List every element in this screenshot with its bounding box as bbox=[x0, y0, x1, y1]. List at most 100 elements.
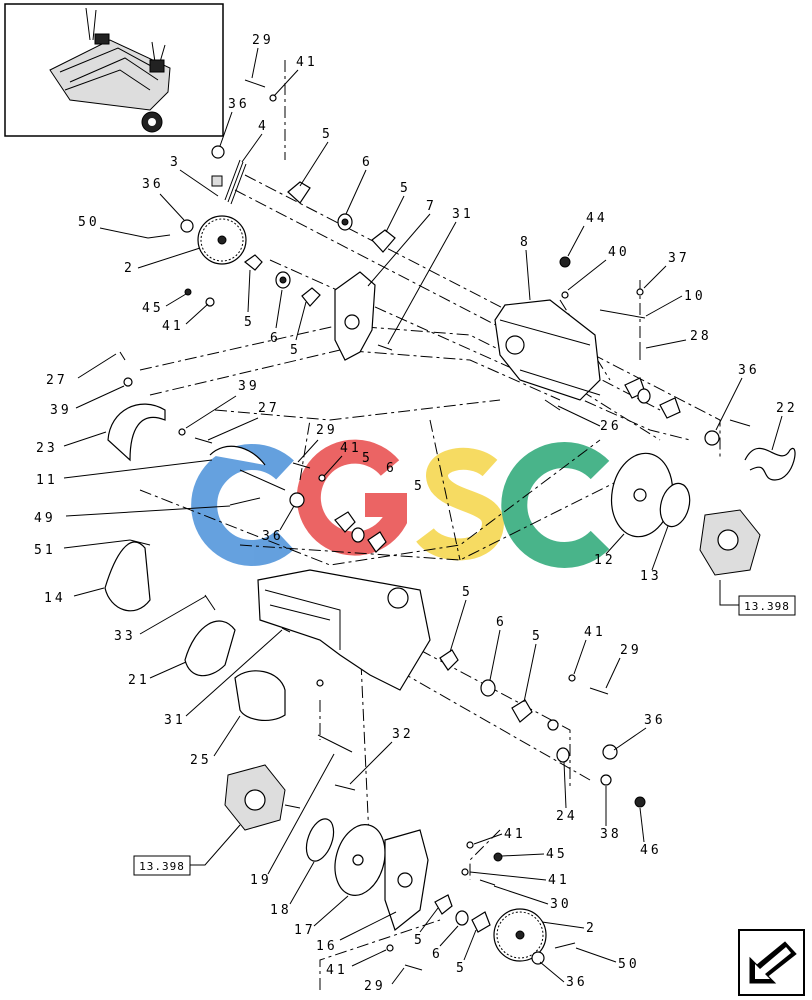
callout: 36 bbox=[228, 97, 250, 112]
callout: 29 bbox=[252, 33, 274, 48]
callout: 24 bbox=[556, 809, 578, 824]
guard-25 bbox=[234, 670, 286, 722]
flange-5g bbox=[439, 649, 459, 671]
callout: 5 bbox=[462, 585, 473, 600]
reference-boxes: 13.398 13.398 bbox=[133, 580, 796, 876]
bolt-27a bbox=[119, 351, 126, 361]
washer-41f bbox=[461, 868, 469, 876]
bolt-29c bbox=[589, 687, 609, 695]
flange-5h bbox=[511, 699, 533, 723]
callout: 7 bbox=[426, 199, 437, 214]
callout: 41 bbox=[296, 55, 318, 70]
callout: 27 bbox=[258, 401, 280, 416]
callout: 6 bbox=[270, 331, 281, 346]
watermark bbox=[191, 439, 610, 568]
parts bbox=[104, 79, 796, 971]
callout: 31 bbox=[164, 713, 186, 728]
plate-18 bbox=[305, 818, 335, 862]
callout: 28 bbox=[690, 329, 712, 344]
callout: 2 bbox=[124, 261, 135, 276]
washer-41d bbox=[568, 674, 576, 682]
previous-page-arrow-icon[interactable] bbox=[738, 929, 805, 996]
bolt-29d bbox=[404, 964, 423, 971]
callout: 39 bbox=[50, 403, 72, 418]
washer-36d bbox=[289, 492, 305, 508]
washer-41e bbox=[466, 841, 474, 849]
frame-lower bbox=[257, 569, 431, 691]
pin-49 bbox=[229, 497, 261, 506]
callout: 29 bbox=[364, 979, 386, 994]
washer-41a bbox=[269, 94, 277, 102]
washer-41c bbox=[318, 474, 326, 482]
callout: 2 bbox=[586, 921, 597, 936]
ref-box-left[interactable]: 13.398 bbox=[133, 824, 241, 876]
belt-21 bbox=[184, 620, 236, 677]
callout: 5 bbox=[290, 343, 301, 358]
callout: 36 bbox=[262, 529, 284, 544]
clip-33 bbox=[204, 594, 216, 611]
callout: 6 bbox=[496, 615, 507, 630]
flange-5j bbox=[471, 911, 491, 933]
callout: 29 bbox=[316, 423, 338, 438]
bearing-6d bbox=[480, 679, 496, 697]
bolt-30 bbox=[479, 879, 496, 886]
nut-45b bbox=[493, 852, 503, 862]
callout: 13 bbox=[640, 569, 662, 584]
nut-45a bbox=[184, 288, 192, 296]
watermark-letter-s bbox=[416, 447, 504, 561]
callout: 36 bbox=[738, 363, 760, 378]
callout: 5 bbox=[532, 629, 543, 644]
flange-5d bbox=[301, 287, 321, 307]
shield-11 bbox=[209, 445, 266, 466]
machine-thumbnail-image bbox=[49, 7, 171, 133]
callout: 19 bbox=[250, 873, 272, 888]
callout: 36 bbox=[644, 713, 666, 728]
callout: 41 bbox=[326, 963, 348, 978]
ref-box-right[interactable]: 13.398 bbox=[719, 580, 796, 616]
washer-36e bbox=[602, 744, 618, 760]
callout: 10 bbox=[684, 289, 706, 304]
strip-51 bbox=[129, 539, 151, 546]
bolt-29b bbox=[292, 462, 311, 469]
bolt-27b bbox=[194, 437, 213, 444]
callout: 38 bbox=[600, 827, 622, 842]
callout: 49 bbox=[34, 511, 56, 526]
auger-22 bbox=[744, 447, 796, 481]
bolt-32 bbox=[334, 784, 356, 791]
callout: 30 bbox=[550, 897, 572, 912]
sprocket-small bbox=[547, 719, 559, 731]
flange-5f bbox=[367, 531, 387, 553]
callout: 5 bbox=[456, 961, 467, 976]
flange-right-b bbox=[659, 397, 681, 419]
washer-40 bbox=[561, 291, 569, 299]
washer-41g bbox=[386, 944, 394, 952]
callout: 18 bbox=[270, 903, 292, 918]
flange-5i bbox=[434, 894, 453, 915]
watermark-letter-g bbox=[296, 439, 407, 556]
callout: 41 bbox=[340, 441, 362, 456]
callout: 51 bbox=[34, 543, 56, 558]
callout: 14 bbox=[44, 591, 66, 606]
washer-36c bbox=[704, 430, 720, 446]
callout: 12 bbox=[594, 553, 616, 568]
strip-19 bbox=[317, 734, 353, 753]
washer-39b bbox=[178, 428, 186, 436]
ref-label-left: 13.398 bbox=[139, 860, 185, 873]
gearbox-left bbox=[224, 764, 301, 831]
pin-50b bbox=[554, 942, 576, 949]
callout: 6 bbox=[362, 155, 373, 170]
callout: 3 bbox=[170, 155, 181, 170]
callout: 37 bbox=[668, 251, 690, 266]
link-10 bbox=[599, 309, 646, 319]
thumbnail-inset bbox=[4, 3, 224, 137]
flange-5c bbox=[243, 254, 263, 271]
nut-46 bbox=[634, 796, 646, 808]
callout: 50 bbox=[78, 215, 100, 230]
bearing-6c bbox=[351, 527, 365, 543]
callout: 41 bbox=[162, 319, 184, 334]
callout: 40 bbox=[608, 245, 630, 260]
washer-36b bbox=[180, 219, 194, 233]
callout: 50 bbox=[618, 957, 640, 972]
callout: 33 bbox=[114, 629, 136, 644]
callout: 45 bbox=[546, 847, 568, 862]
